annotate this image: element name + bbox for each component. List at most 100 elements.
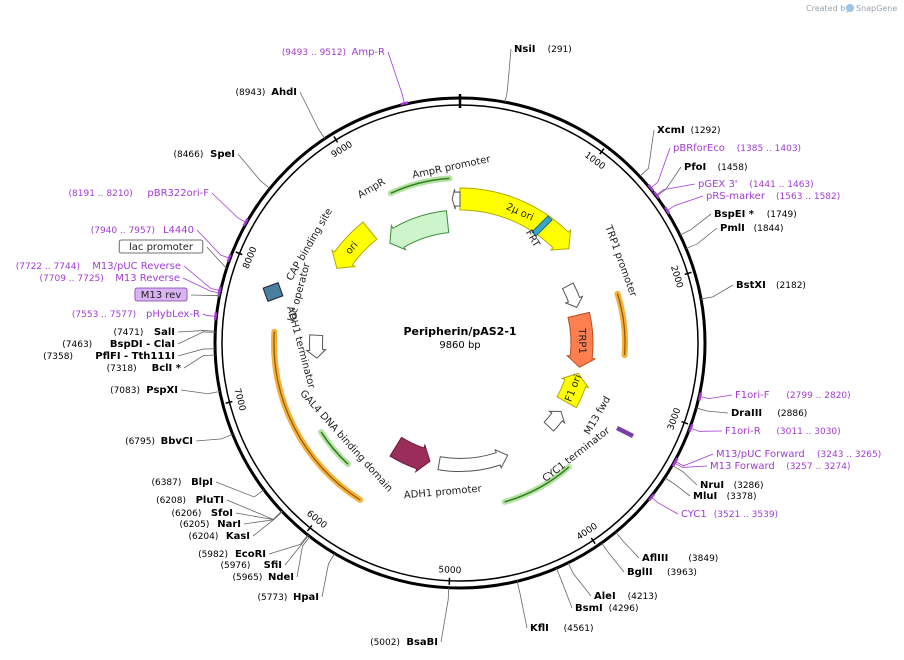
feature-ampr-promoter[interactable] bbox=[451, 188, 461, 210]
primer-pgex-3-[interactable]: pGEX 3'(1441 .. 1463) bbox=[698, 179, 814, 190]
site-alei[interactable]: AleI(4213) bbox=[594, 591, 658, 602]
feature-trp1-promoter[interactable] bbox=[561, 282, 584, 309]
site-bsmi[interactable]: BsmI(4296) bbox=[575, 603, 639, 614]
primer-sites: Amp-R(9493 .. 9512) pBRforEco(1385 .. 140… bbox=[16, 47, 882, 520]
site-sfii[interactable]: SfiI(5976) bbox=[220, 560, 282, 571]
site-pspxi[interactable]: PspXI(7083) bbox=[110, 385, 178, 396]
site-bcli-[interactable]: BclI *(7318) bbox=[107, 363, 182, 374]
site-position: (4213) bbox=[628, 592, 658, 602]
primer-leader bbox=[690, 427, 723, 432]
primer-cyc1[interactable]: CYC1(3521 .. 3539) bbox=[681, 509, 778, 520]
site-leader bbox=[195, 434, 233, 442]
feature-ampr[interactable] bbox=[389, 210, 450, 251]
primer-f1ori-r[interactable]: F1ori-R(3011 .. 3030) bbox=[725, 426, 841, 437]
primer-leader bbox=[182, 277, 220, 294]
map-center: Peripherin/pAS2-1 9860 bp bbox=[403, 325, 516, 351]
site-sfoi[interactable]: SfoI(6206) bbox=[171, 508, 233, 519]
plasmid-name: Peripherin/pAS2-1 bbox=[403, 325, 516, 338]
site-name: BglII bbox=[627, 567, 653, 578]
site-nari[interactable]: NarI(6205) bbox=[179, 519, 241, 530]
feature-2-ori[interactable] bbox=[459, 187, 572, 251]
primer-position: (7553 .. 7577) bbox=[72, 310, 136, 320]
primer-f1ori-f[interactable]: F1ori-F(2799 .. 2820) bbox=[735, 390, 851, 401]
site-bglii[interactable]: BglII(3963) bbox=[627, 567, 697, 578]
site-name: NarI bbox=[217, 519, 241, 530]
site-xcmi[interactable]: XcmI(1292) bbox=[657, 125, 721, 136]
boxed-label-text: M13 rev bbox=[141, 290, 182, 301]
site-blpi[interactable]: BlpI(6387) bbox=[151, 477, 213, 488]
primer-phyblex-r[interactable]: pHybLex-R(7553 .. 7577) bbox=[72, 309, 200, 320]
primer-position: (3521 .. 3539) bbox=[714, 510, 778, 520]
feature-gal4-dna-binding-domain[interactable] bbox=[389, 436, 431, 473]
feature-adh1-terminator[interactable] bbox=[305, 334, 327, 359]
site-ndei[interactable]: NdeI(5965) bbox=[232, 572, 294, 583]
site-kasi[interactable]: KasI(6204) bbox=[188, 531, 250, 542]
site-sali[interactable]: SalI(7471) bbox=[113, 327, 175, 338]
primer-amp-r[interactable]: Amp-R(9493 .. 9512) bbox=[282, 47, 385, 58]
primer-name: M13/pUC Forward bbox=[716, 449, 805, 460]
m13-fwd-feature[interactable] bbox=[616, 426, 634, 438]
primer-m13-puc-forward[interactable]: M13/pUC Forward(3243 .. 3265) bbox=[716, 449, 881, 460]
feature-f1-ori[interactable] bbox=[556, 372, 590, 409]
site-mlui[interactable]: MluI(3378) bbox=[693, 491, 757, 502]
site-bspdi-clai[interactable]: BspDI - ClaI(7463) bbox=[62, 339, 175, 350]
primer-m13-puc-reverse[interactable]: M13/pUC Reverse(7722 .. 7744) bbox=[16, 261, 181, 272]
frt-feature[interactable] bbox=[531, 215, 553, 237]
boxed-label-lac-promoter[interactable]: lac promoter bbox=[118, 239, 204, 254]
primer-pbr322ori-f[interactable]: pBR322ori-F(8191 .. 8210) bbox=[69, 188, 210, 199]
primer-prs-marker[interactable]: pRS-marker(1563 .. 1582) bbox=[706, 191, 840, 202]
lac-operator-feature[interactable] bbox=[262, 282, 284, 302]
site-name: PfoI bbox=[684, 162, 706, 173]
site-bstxi[interactable]: BstXI(2182) bbox=[736, 280, 806, 291]
boxed-label-leader bbox=[191, 294, 220, 297]
site-leader bbox=[284, 535, 309, 566]
site-position: (6387) bbox=[151, 478, 181, 488]
primer-leader bbox=[202, 313, 216, 317]
site-position: (2182) bbox=[776, 281, 806, 291]
site-leader bbox=[177, 330, 216, 333]
site-pflfi-tth111i[interactable]: PflFI - Tth111I(7358) bbox=[43, 351, 175, 362]
site-bspei-[interactable]: BspEI *(1749) bbox=[714, 209, 797, 220]
primer-m13-reverse[interactable]: M13 Reverse(7709 .. 7725) bbox=[40, 273, 180, 284]
primer-m13-forward[interactable]: M13 Forward(3257 .. 3274) bbox=[710, 461, 850, 472]
site-ahdi[interactable]: AhdI(8943) bbox=[235, 87, 297, 98]
orf-arc-core bbox=[320, 431, 349, 465]
site-position: (6795) bbox=[125, 437, 155, 447]
site-bsabi[interactable]: BsaBI(5002) bbox=[370, 637, 438, 648]
site-position: (6204) bbox=[188, 532, 218, 542]
primer-mark bbox=[653, 191, 660, 199]
site-nrui[interactable]: NruI(3286) bbox=[700, 480, 764, 491]
primer-position: (1385 .. 1403) bbox=[737, 144, 801, 154]
primer-position: (3257 .. 3274) bbox=[786, 462, 850, 472]
site-pluti[interactable]: PluTI(6208) bbox=[156, 495, 224, 506]
site-position: (5976) bbox=[220, 561, 250, 571]
site-leader bbox=[672, 465, 698, 486]
site-name: PluTI bbox=[196, 495, 224, 506]
feature-cyc1-terminator[interactable] bbox=[543, 410, 566, 432]
site-bbvci[interactable]: BbvCI(6795) bbox=[125, 436, 193, 447]
site-nsii[interactable]: NsiI(291) bbox=[514, 44, 572, 55]
feature-adh1-promoter[interactable] bbox=[437, 448, 509, 472]
site-draiii[interactable]: DraIII(2886) bbox=[731, 408, 807, 419]
site-kfli[interactable]: KflI(4561) bbox=[530, 623, 594, 634]
site-hpai[interactable]: HpaI(5773) bbox=[257, 592, 319, 603]
boxed-label-m13-rev[interactable]: M13 rev bbox=[134, 287, 188, 302]
site-name: NsiI bbox=[514, 44, 535, 55]
site-afliii[interactable]: AflIII(3849) bbox=[642, 553, 718, 564]
site-name: BsaBI bbox=[406, 637, 438, 648]
primer-mark bbox=[647, 184, 655, 192]
site-pfoi[interactable]: PfoI(1458) bbox=[684, 162, 748, 173]
feature-text-label: CYC1 terminator bbox=[541, 425, 613, 485]
site-pmli[interactable]: PmlI(1844) bbox=[720, 223, 784, 234]
site-position: (5965) bbox=[232, 573, 262, 583]
boxed-label-frame bbox=[118, 239, 204, 254]
primer-l4440[interactable]: L4440(7940 .. 7957) bbox=[91, 225, 194, 236]
feature-trp1[interactable] bbox=[565, 311, 597, 368]
site-spei[interactable]: SpeI(8466) bbox=[173, 149, 235, 160]
primer-leader bbox=[667, 195, 704, 211]
site-ecori[interactable]: EcoRI(5982) bbox=[198, 549, 266, 560]
site-name: MluI bbox=[693, 491, 717, 502]
primer-pbrforeco[interactable]: pBRforEco(1385 .. 1403) bbox=[673, 143, 801, 154]
primer-mark bbox=[688, 424, 694, 433]
feature-ori[interactable] bbox=[331, 221, 378, 269]
